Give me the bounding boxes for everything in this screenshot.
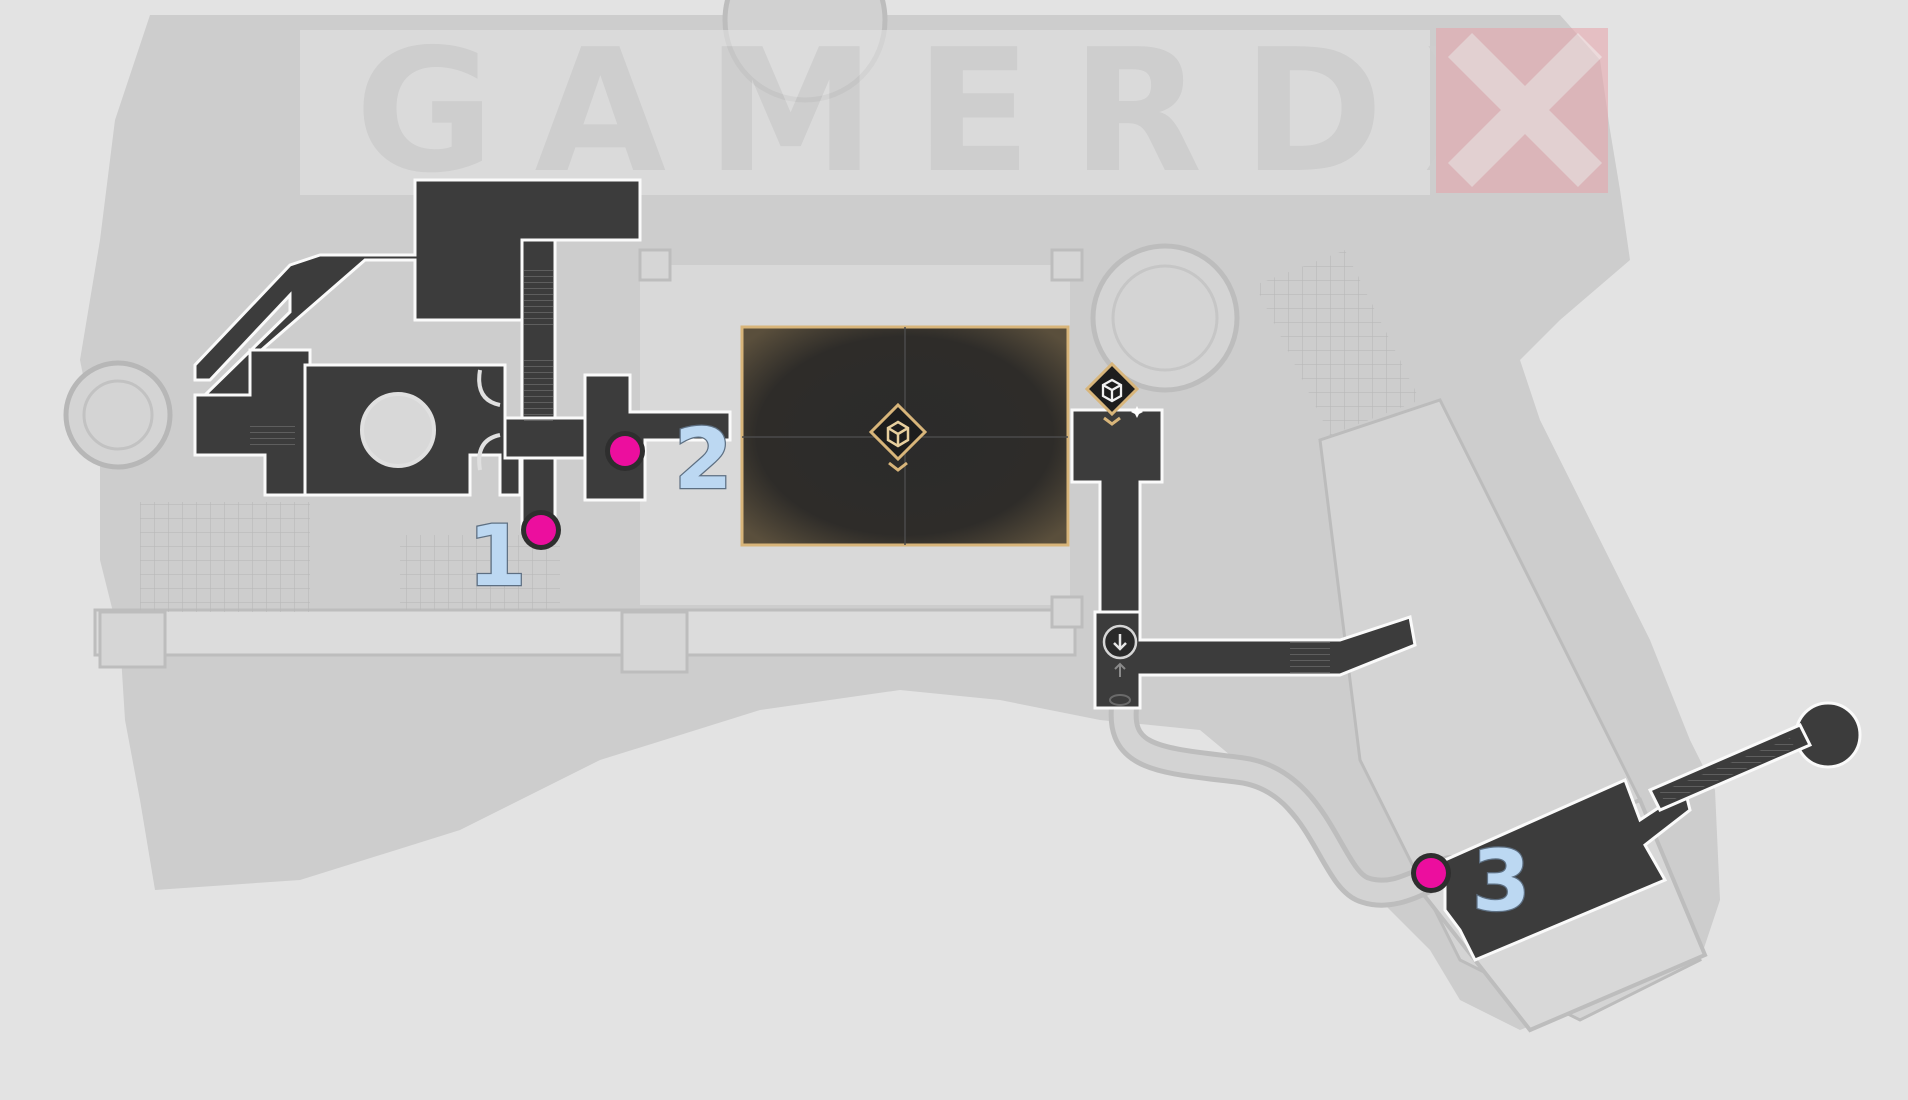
elevator-up-icon [1114, 662, 1126, 677]
watermark-text: GAMERDX [355, 13, 1595, 211]
elevator-down-icon[interactable] [1102, 624, 1138, 660]
stair-details [250, 270, 1795, 803]
eye-icon [1109, 694, 1131, 706]
loot-crate-icon[interactable] [868, 402, 928, 472]
sparkle-icon [1131, 406, 1143, 418]
watermark: GAMERDX [300, 13, 1608, 211]
watermark-x-mark [1447, 32, 1603, 188]
marker-label-2: 2 [674, 410, 732, 508]
marker-dot-3[interactable] [1411, 853, 1451, 893]
marker-dot-2[interactable] [605, 431, 645, 471]
loot-crate-icon[interactable] [1084, 361, 1140, 426]
chapel-ornament [360, 369, 501, 471]
marker-label-3: 3 [1472, 832, 1530, 930]
marker-dot-1[interactable] [521, 510, 561, 550]
marker-label-1: 1 [468, 507, 526, 605]
